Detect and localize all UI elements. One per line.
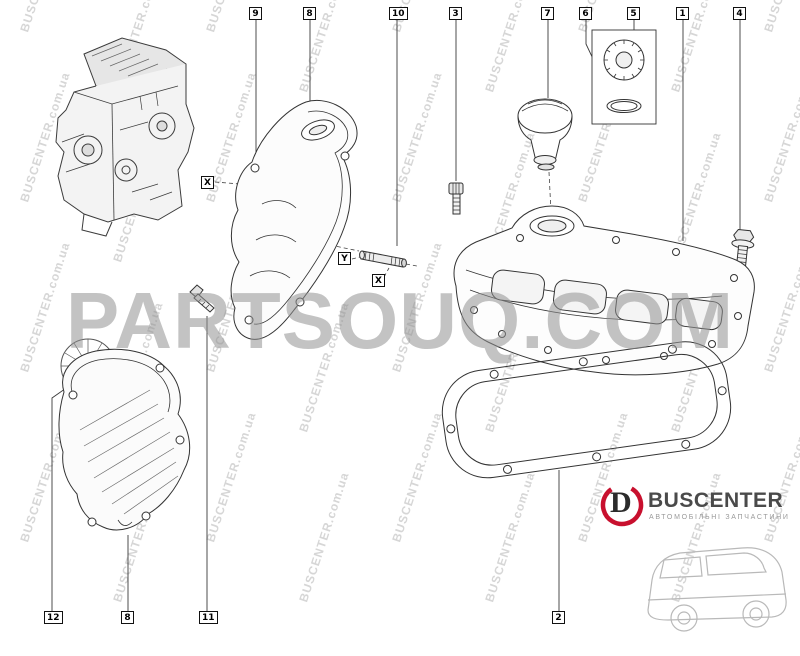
callout-12[interactable]: 12: [44, 611, 63, 624]
callout-9[interactable]: 9: [249, 7, 262, 20]
van-illustration: [647, 547, 787, 632]
valve-cover-gasket-item-2: [441, 341, 732, 479]
assembly-axis-lines: [214, 80, 625, 278]
callout-2[interactable]: 2: [552, 611, 565, 624]
callout-4[interactable]: 4: [733, 7, 746, 20]
callout-11[interactable]: 11: [199, 611, 218, 624]
callout-6[interactable]: 6: [579, 7, 592, 20]
bolt-item-4: [731, 228, 755, 271]
upper-timing-cover: [230, 100, 358, 340]
oil-filler-cap-item-7: [517, 98, 573, 171]
bolt-item-11: [189, 284, 215, 313]
callout-3[interactable]: 3: [449, 7, 462, 20]
callout-10[interactable]: 10: [389, 7, 408, 20]
valve-cover-item-1: [453, 205, 755, 376]
callout-5[interactable]: 5: [627, 7, 640, 20]
cap-and-oring-box-item-5: [591, 29, 657, 125]
dimension-label-x-stud: X: [372, 274, 385, 287]
o-ring-item-6: [606, 99, 642, 113]
dimension-label-y-stud: Y: [338, 252, 351, 265]
bolt-item-3: [448, 182, 464, 215]
callout-7[interactable]: 7: [541, 7, 554, 20]
logo-tagline: АВТОМОБІЛЬНІ ЗАПЧАСТИНИ: [649, 514, 790, 521]
stud-item-10: [359, 250, 407, 268]
dimension-label-x-grommet: X: [201, 176, 214, 189]
buscenter-logo-mark: [600, 483, 644, 527]
logo-brand-text: BUSCENTER: [648, 489, 784, 512]
callout-8-top[interactable]: 8: [303, 7, 316, 20]
engine-illustration: [55, 37, 195, 237]
callout-1[interactable]: 1: [676, 7, 689, 20]
callout-8-bottom[interactable]: 8: [121, 611, 134, 624]
lower-timing-cover: [58, 348, 191, 531]
logo-letter-mark: D: [610, 486, 632, 519]
